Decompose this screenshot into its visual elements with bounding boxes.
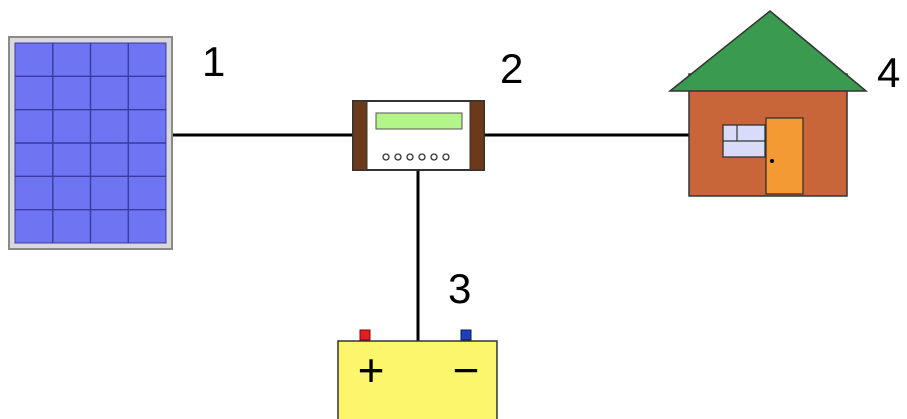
battery-negative-terminal <box>460 329 472 341</box>
label-house: 4 <box>877 49 900 96</box>
label-charge-controller: 2 <box>500 45 523 92</box>
house-roof <box>667 10 869 92</box>
door-knob <box>770 159 774 163</box>
house-door <box>765 117 804 195</box>
controller-left-side <box>352 100 368 171</box>
battery-icon: + − <box>337 329 498 419</box>
house-window <box>722 124 766 158</box>
label-solar-panel: 1 <box>202 38 225 85</box>
solar-panel-icon <box>8 36 173 250</box>
controller-buttons <box>382 153 450 161</box>
battery-positive-terminal <box>359 329 371 341</box>
charge-controller-icon <box>352 100 485 171</box>
controller-right-side <box>469 100 485 171</box>
controller-display <box>375 112 463 130</box>
label-battery: 3 <box>448 265 471 312</box>
house-icon <box>667 10 869 197</box>
battery-body <box>337 340 498 419</box>
battery-positive-sign: + <box>358 344 385 396</box>
battery-negative-sign: − <box>453 344 480 396</box>
